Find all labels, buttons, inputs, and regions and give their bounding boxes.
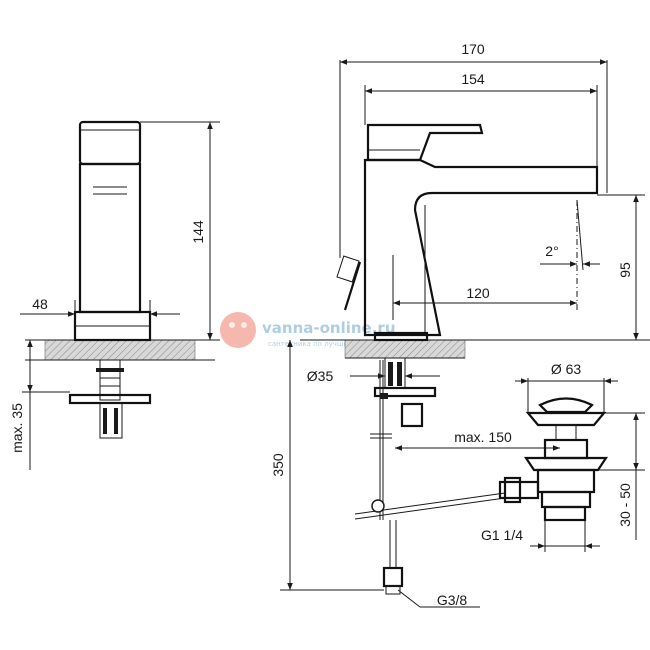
watermark-site: vanna-online.ru xyxy=(262,319,396,337)
dim-2deg-label: 2° xyxy=(545,243,558,259)
dim-144-label: 144 xyxy=(190,220,206,244)
dim-95-label: 95 xyxy=(617,262,633,278)
front-view: 170 154 95 120 2° Ø35 xyxy=(270,41,650,608)
dim-120-label: 120 xyxy=(466,285,490,301)
dim-35dia-label: Ø35 xyxy=(307,368,334,384)
dim-max150-label: max. 150 xyxy=(454,429,512,445)
watermark: vanna-online.ru сантехника по лучшим цен… xyxy=(220,312,396,348)
dim-3050-label: 30 - 50 xyxy=(617,483,633,527)
dim-63dia-label: Ø 63 xyxy=(551,361,582,377)
side-view: 144 48 max. 35 xyxy=(9,120,220,470)
dim-g114-label: G1 1/4 xyxy=(481,527,523,543)
dim-max35-label: max. 35 xyxy=(9,403,25,453)
dim-154-label: 154 xyxy=(461,71,485,87)
watermark-logo-icon xyxy=(220,312,256,348)
dim-48-label: 48 xyxy=(32,296,48,312)
drain-assembly: Ø 63 30 - 50 G1 1/4 xyxy=(481,361,645,552)
dim-350-label: 350 xyxy=(270,453,286,477)
watermark-tagline: сантехника по лучшим ценам xyxy=(268,340,379,348)
dim-g38-label: G3/8 xyxy=(437,592,468,608)
countertop-right xyxy=(344,339,466,359)
dim-170-label: 170 xyxy=(461,41,485,57)
countertop-left xyxy=(44,339,196,361)
